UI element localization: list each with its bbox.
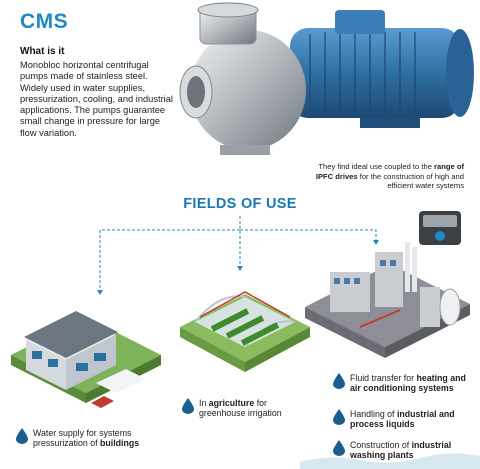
water-drop-icon — [333, 409, 345, 425]
water-drop-icon — [333, 440, 345, 456]
use-industrial-liquids: Handling of industrial and process liqui… — [333, 409, 473, 429]
ipfc-drive-icon — [419, 211, 461, 245]
use-buildings: Water supply for systems pressurization … — [16, 428, 176, 448]
use-fluid-transfer: Fluid transfer for heating and air condi… — [333, 373, 473, 393]
water-drop-icon — [333, 373, 345, 389]
page-title: CMS — [20, 10, 69, 33]
intro-description: Monobloc horizontal centrifugal pumps ma… — [20, 60, 173, 138]
fields-of-use-title: FIELDS OF USE — [183, 196, 297, 212]
greenhouse-illustration — [180, 291, 310, 372]
pump-illustration — [179, 2, 474, 155]
section-subtitle: What is it — [20, 46, 65, 57]
water-wave-decoration — [300, 453, 480, 469]
water-drop-icon — [16, 428, 28, 444]
water-drop-icon — [182, 398, 194, 414]
use-agriculture: In agriculture for greenhouse irrigation — [182, 398, 297, 418]
use-washing-plants: Construction of industrial washing plant… — [333, 440, 473, 460]
ipfc-note: They find ideal use coupled to the range… — [315, 162, 464, 191]
industrial-plant-illustration — [305, 242, 470, 358]
house-illustration — [11, 311, 161, 408]
